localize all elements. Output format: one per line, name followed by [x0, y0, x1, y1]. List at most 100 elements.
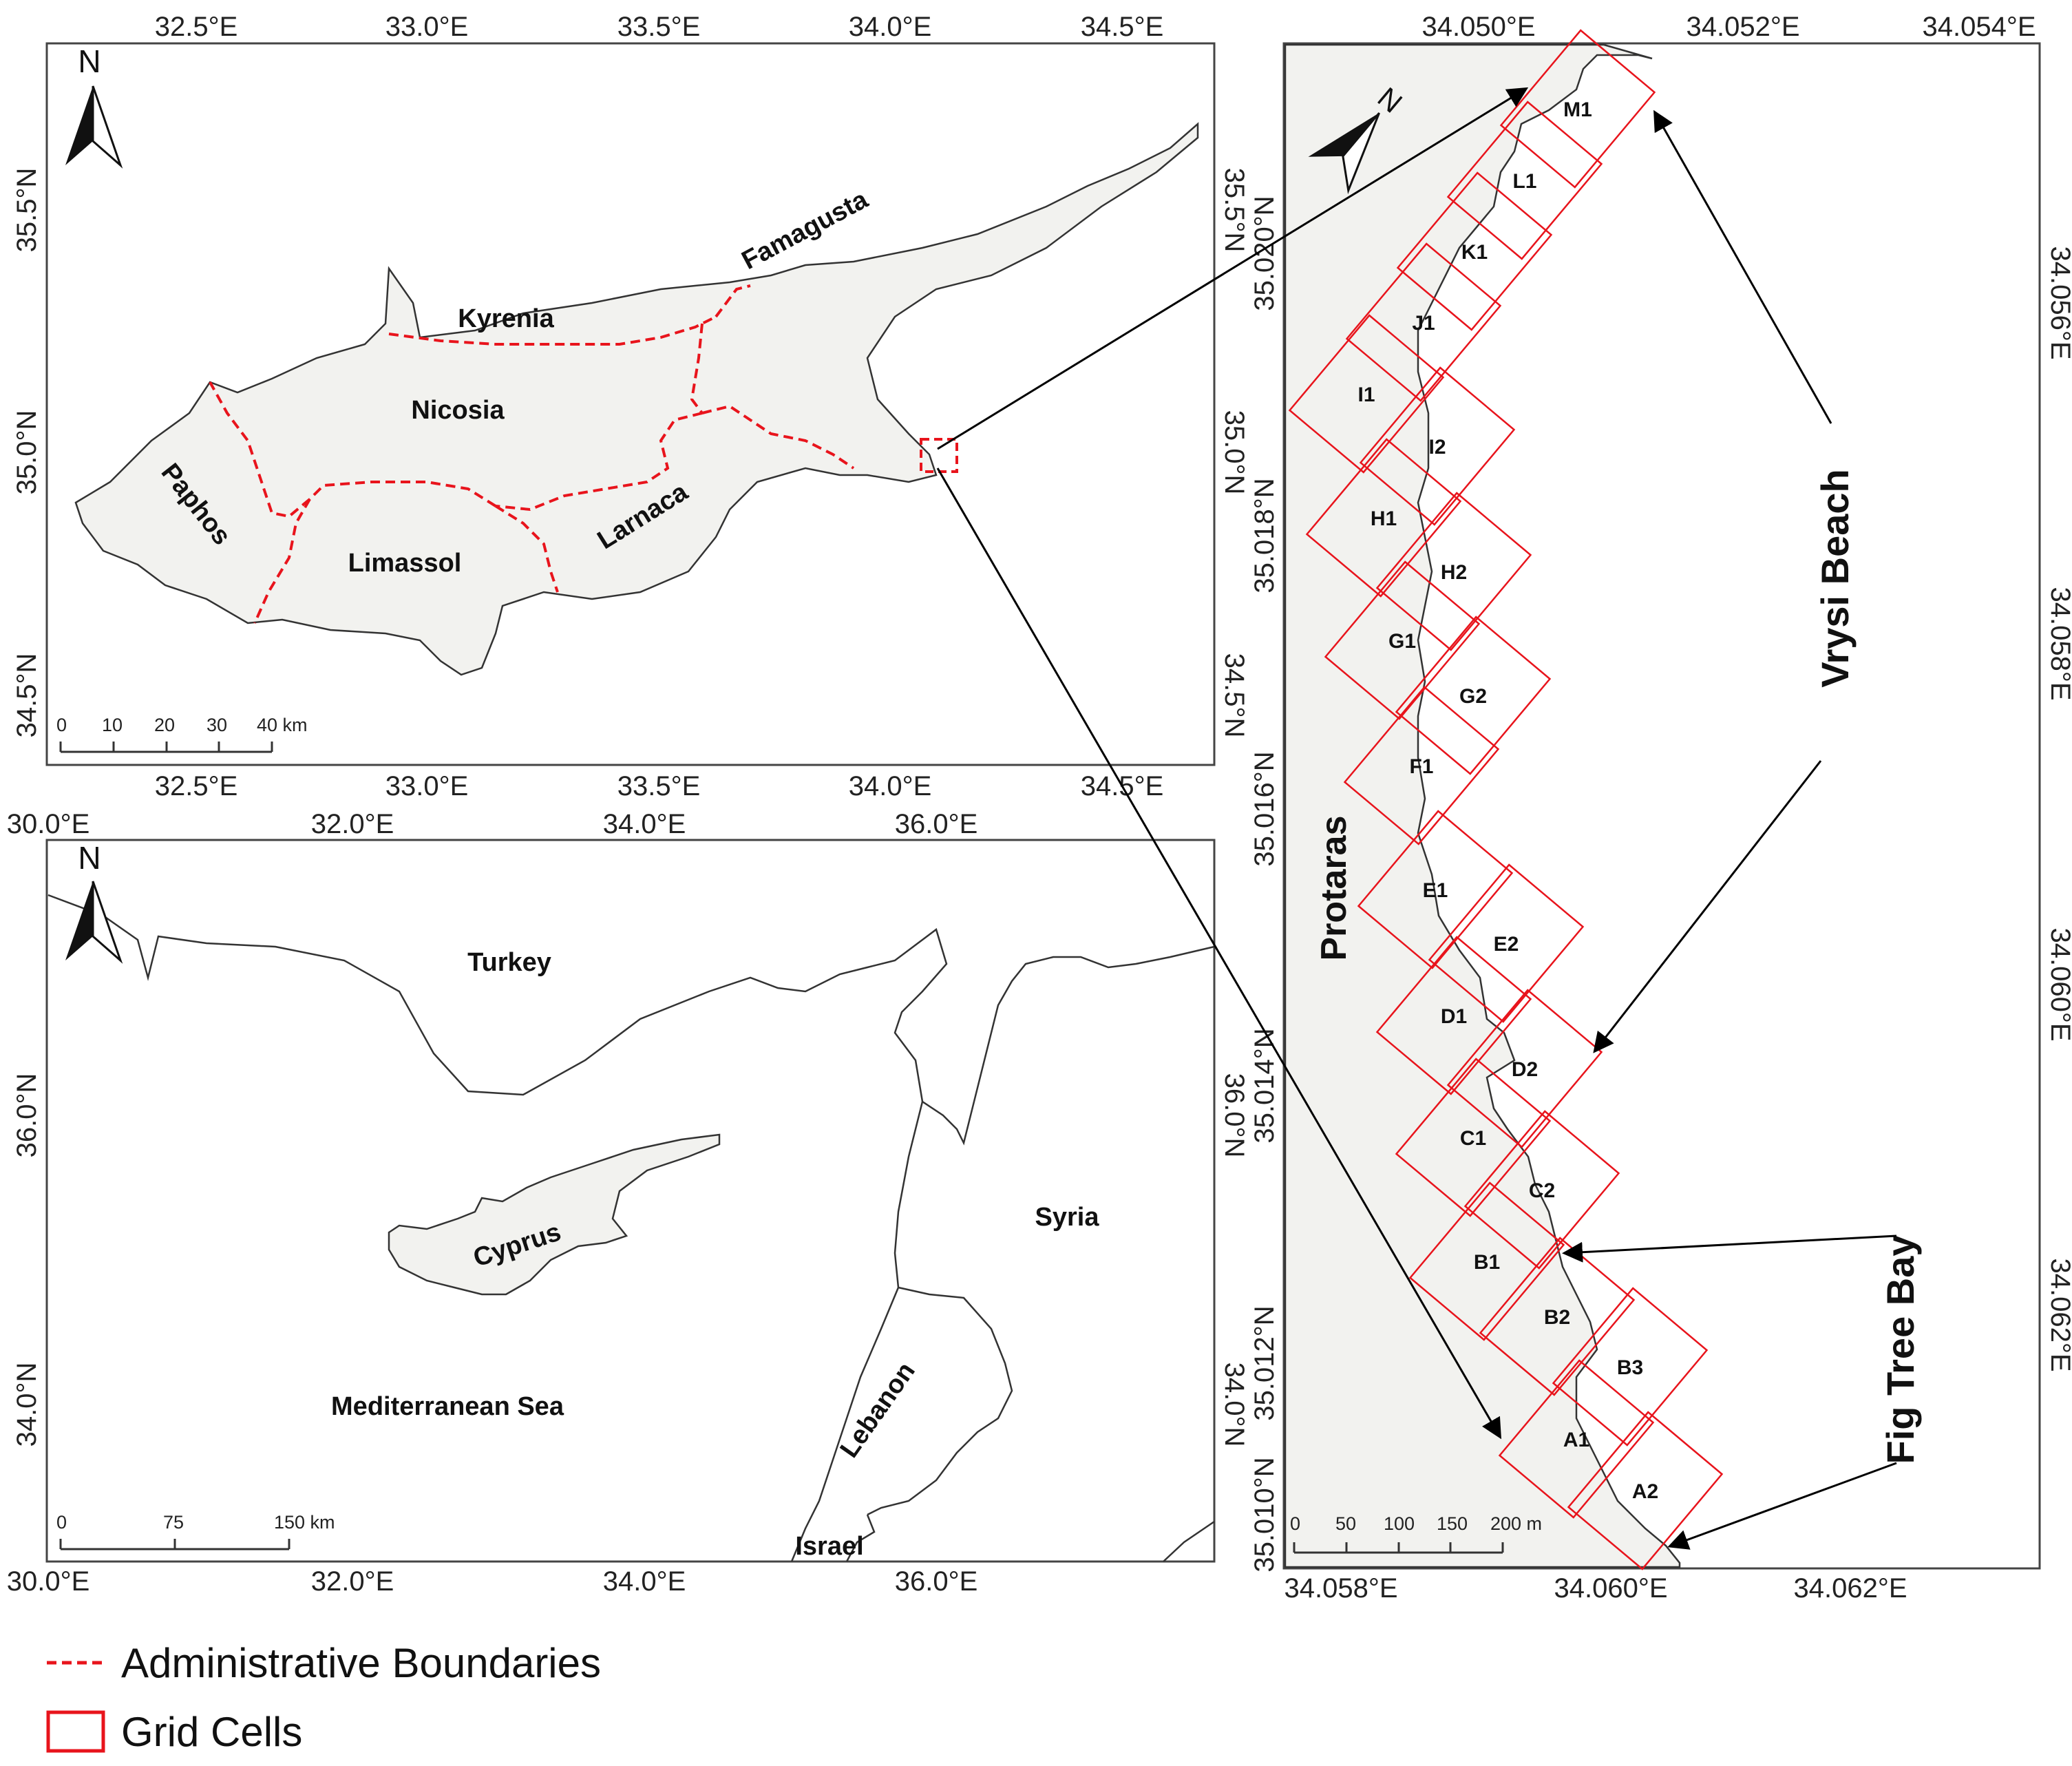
svg-text:34.5°E: 34.5°E — [1081, 12, 1164, 42]
grid-cell-label: K1 — [1461, 241, 1488, 264]
cyprus-small — [388, 1133, 721, 1296]
district-limassol: Limassol — [348, 549, 462, 578]
syria-east-border — [1163, 1520, 1215, 1562]
svg-text:35.014°N: 35.014°N — [1249, 1028, 1280, 1143]
top-scale-bar: 0 10 20 30 40 km — [56, 715, 308, 753]
grid-cell-a2: A2 — [1567, 1411, 1724, 1570]
svg-text:34.0°N: 34.0°N — [1219, 1363, 1249, 1447]
svg-text:50: 50 — [1335, 1513, 1356, 1534]
grid-cell-g2: G2 — [1395, 616, 1552, 775]
grid-cell-label: I2 — [1428, 436, 1446, 459]
bottom-map-frame — [45, 839, 1216, 1563]
grid-cell-h2: H2 — [1375, 492, 1532, 651]
grid-cell-label: C2 — [1529, 1179, 1555, 1202]
svg-text:35.018°N: 35.018°N — [1249, 478, 1280, 593]
svg-text:20: 20 — [154, 715, 175, 735]
grid-cell-outline — [1324, 560, 1481, 720]
grid-cell-b1: B1 — [1408, 1181, 1565, 1341]
grid-cell-i1: I1 — [1288, 314, 1445, 474]
svg-text:36.0°N: 36.0°N — [12, 1073, 42, 1158]
grid-cell-label: I1 — [1357, 383, 1375, 406]
svg-text:150 km: 150 km — [274, 1512, 335, 1533]
grid-cell-label: D2 — [1512, 1058, 1538, 1081]
svg-text:35.5°N: 35.5°N — [1219, 168, 1249, 253]
grid-cell-c2: C2 — [1463, 1110, 1620, 1270]
bottom-scale-bar: 0 75 150 km — [56, 1512, 335, 1550]
svg-text:75: 75 — [163, 1512, 184, 1533]
svg-text:34.062°E: 34.062°E — [2045, 1258, 2072, 1371]
grid-cell-label: L1 — [1512, 170, 1536, 193]
svg-text:34.0°E: 34.0°E — [849, 12, 932, 42]
grid-cell-outline — [1395, 616, 1552, 775]
grid-cell-outline — [1357, 810, 1514, 969]
svg-text:0: 0 — [1290, 1513, 1300, 1534]
bottom-map-ticks: 30.0°E 32.0°E 34.0°E 36.0°E 30.0°E 32.0°… — [7, 809, 1249, 1597]
top-map-ticks: 32.5°E 33.0°E 33.5°E 34.0°E 34.5°E 32.5°… — [12, 12, 1249, 801]
legend: Administrative Boundaries Grid Cells — [45, 1628, 601, 1766]
svg-text:34.050°E: 34.050°E — [1421, 12, 1535, 42]
svg-text:35.020°N: 35.020°N — [1249, 196, 1280, 311]
grid-cell-label: J1 — [1412, 312, 1435, 335]
grid-cell-a1: A1 — [1498, 1359, 1655, 1519]
grid-cell-label: A1 — [1563, 1429, 1589, 1451]
grid-cell-outline — [1499, 29, 1656, 189]
svg-text:34.060°E: 34.060°E — [2045, 927, 2072, 1041]
grid-cell-label: C1 — [1460, 1127, 1486, 1150]
admin-boundaries — [209, 284, 855, 624]
protaras-label: Protaras — [1314, 816, 1354, 961]
north-arrow-icon: N — [65, 840, 123, 964]
svg-text:34.058°E: 34.058°E — [2045, 587, 2072, 700]
svg-text:150: 150 — [1437, 1513, 1468, 1534]
israel-border — [845, 1514, 876, 1562]
legend-item-admin: Administrative Boundaries — [45, 1628, 601, 1697]
svg-text:200 m: 200 m — [1490, 1513, 1542, 1534]
grid-cell-outline — [1408, 1181, 1565, 1341]
svg-text:32.5°E: 32.5°E — [155, 12, 238, 42]
vrysi-beach-label: Vrysi Beach — [1813, 469, 1857, 688]
svg-text:33.0°E: 33.0°E — [385, 12, 469, 42]
top-map-panel: Kyrenia Famagusta Nicosia Paphos Limasso… — [12, 12, 1249, 801]
grid-cell-label: D1 — [1441, 1005, 1467, 1028]
grid-cell-label: G1 — [1388, 630, 1416, 653]
district-nicosia: Nicosia — [411, 396, 505, 425]
country-israel: Israel — [795, 1532, 863, 1561]
grid-cell-outline — [1428, 863, 1585, 1023]
svg-text:30.0°E: 30.0°E — [7, 809, 90, 839]
grid-cell-e2: E2 — [1428, 863, 1585, 1023]
north-label: N — [78, 43, 101, 79]
grid-cell-outline — [1343, 686, 1500, 845]
grid-cell-m1: M1 — [1499, 29, 1656, 189]
north-arrow-icon: N — [65, 43, 123, 169]
svg-text:35.5°N: 35.5°N — [12, 168, 42, 253]
svg-text:30.0°E: 30.0°E — [7, 1566, 90, 1597]
grid-cell-label: B2 — [1544, 1306, 1570, 1329]
grid-cell-outline — [1552, 1287, 1709, 1447]
svg-text:35.0°N: 35.0°N — [12, 410, 42, 495]
grid-cell-label: F1 — [1409, 755, 1433, 778]
svg-text:32.0°E: 32.0°E — [311, 809, 394, 839]
grid-cell-label: M1 — [1563, 98, 1592, 121]
svg-text:34.060°E: 34.060°E — [1554, 1573, 1667, 1604]
grid-cell-outline — [1498, 1359, 1655, 1519]
country-syria: Syria — [1035, 1203, 1100, 1232]
grid-cell-outline — [1395, 1058, 1552, 1217]
bottom-map-panel: Turkey Cyprus Syria Lebanon Israel Medit… — [7, 809, 1249, 1597]
annotation-arrows — [1562, 109, 1897, 1550]
grid-cell-icon — [45, 1710, 121, 1754]
svg-text:100: 100 — [1384, 1513, 1415, 1534]
connector-lines — [936, 87, 1529, 1440]
svg-text:34.054°E: 34.054°E — [1922, 12, 2036, 42]
svg-text:34.058°E: 34.058°E — [1284, 1573, 1397, 1604]
legend-label: Grid Cells — [121, 1708, 303, 1755]
grid-cell-d2: D2 — [1446, 989, 1603, 1148]
grid-cell-b3: B3 — [1552, 1287, 1709, 1447]
grid-cell-outline — [1446, 101, 1603, 260]
svg-text:35.010°N: 35.010°N — [1249, 1457, 1280, 1572]
svg-text:36.0°E: 36.0°E — [895, 809, 978, 839]
svg-text:33.0°E: 33.0°E — [385, 771, 469, 801]
svg-text:33.5°E: 33.5°E — [617, 12, 701, 42]
turkey-coastline — [47, 894, 1215, 1146]
grid-cell-label: H2 — [1441, 561, 1467, 584]
grid-cell-label: A2 — [1632, 1480, 1658, 1503]
district-kyrenia: Kyrenia — [458, 304, 554, 333]
